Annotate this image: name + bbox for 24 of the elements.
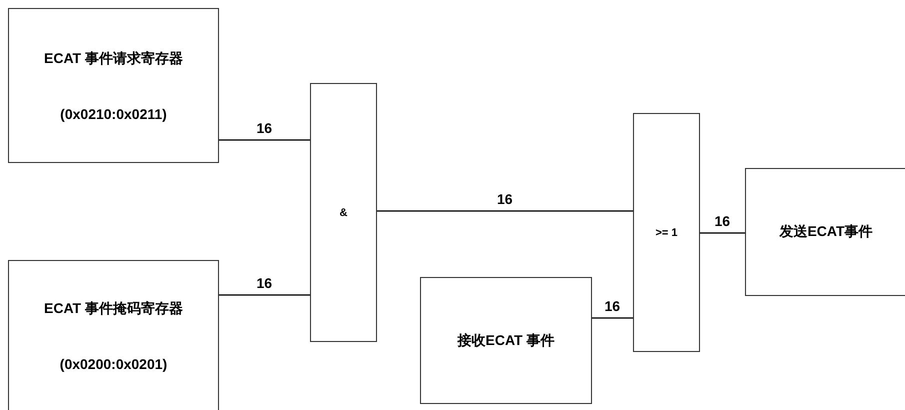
node-label: ECAT 事件请求寄存器 (44, 50, 183, 68)
connector-line (700, 232, 745, 234)
gate-symbol: >= 1 (655, 226, 678, 238)
register-box (8, 260, 219, 410)
bus-width-label: 16 (714, 214, 732, 229)
connector-line (219, 294, 310, 296)
connector-line (592, 317, 633, 319)
logic-gate-box (633, 113, 700, 352)
connector-line (219, 139, 310, 141)
node-label: (0x0200:0x0201) (60, 356, 168, 372)
logic-gate-box (310, 83, 377, 342)
node-label: 发送ECAT事件 (779, 223, 873, 241)
bus-width-label: 16 (604, 299, 622, 314)
bus-width-label: 16 (496, 192, 514, 207)
node-label: ECAT 事件掩码寄存器 (44, 300, 183, 318)
bus-width-label: 16 (256, 121, 274, 136)
node-label: 接收ECAT 事件 (458, 332, 554, 350)
register-box (745, 168, 905, 296)
bus-width-label: 16 (256, 276, 274, 291)
register-box (420, 277, 592, 404)
connector-line (377, 210, 633, 212)
gate-symbol: & (340, 206, 348, 218)
register-box (8, 8, 219, 163)
node-label: (0x0210:0x0211) (60, 106, 167, 122)
